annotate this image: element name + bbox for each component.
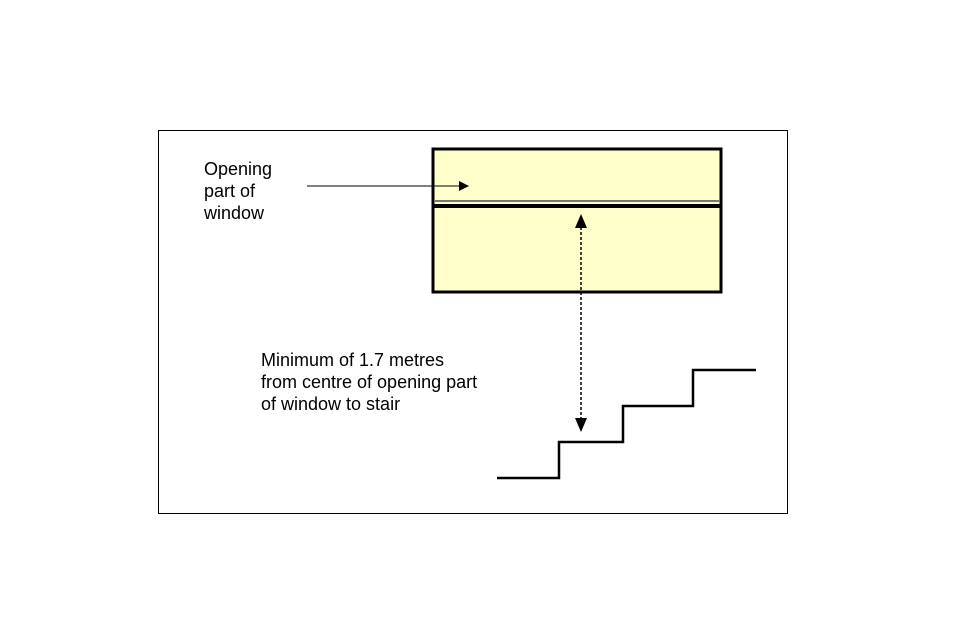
dimension-arrowhead-bottom (575, 418, 587, 432)
opening-label: Opening part of window (204, 159, 273, 223)
minimum-distance-label: Minimum of 1.7 metres from centre of ope… (261, 350, 478, 414)
dimension-arrowhead-top (575, 214, 587, 228)
stair-profile (497, 368, 756, 480)
frame-border (158, 130, 788, 514)
window-pane (431, 147, 723, 294)
